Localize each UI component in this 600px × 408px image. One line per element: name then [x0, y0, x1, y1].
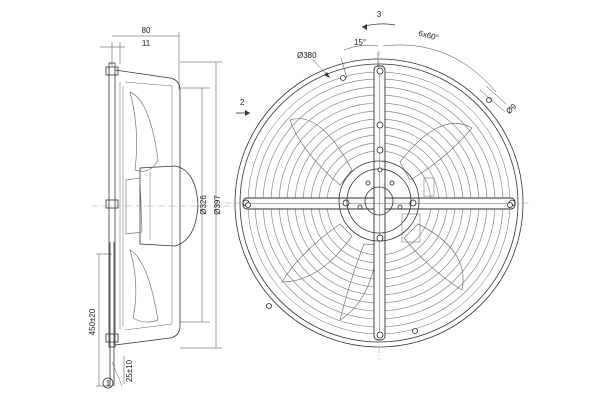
- impeller-blades: [281, 118, 473, 321]
- dim-450-label: 450±20: [88, 308, 97, 335]
- hub-bolt: [377, 167, 383, 173]
- terminal-box: [401, 213, 421, 243]
- strut-hole: [409, 199, 417, 207]
- strut-hole: [342, 199, 350, 207]
- hole-9-leader-2: [485, 85, 507, 105]
- angle-6x60-arc: [382, 44, 497, 93]
- strut-holes: [242, 67, 516, 339]
- hole-9-leader: [479, 89, 506, 113]
- blade-side-1: [129, 91, 159, 172]
- blade-3: [403, 223, 464, 291]
- mounting-hole: [245, 202, 251, 208]
- hole-9-label: Ø9: [504, 101, 518, 115]
- angle-15-ext-left: [340, 57, 348, 79]
- flange-bolt-top: [105, 66, 119, 76]
- strut-hole-bottom: [376, 331, 384, 339]
- cable-gland: [423, 177, 435, 197]
- blade-2: [399, 123, 473, 181]
- shroud-outline: [114, 69, 181, 346]
- mounting-holes: [245, 75, 513, 334]
- strut-hole: [376, 146, 384, 154]
- dim-326-label: Ø326: [199, 195, 208, 215]
- mounting-hole: [266, 303, 272, 309]
- hub-bolt: [389, 180, 395, 186]
- shroud-inner: [124, 81, 173, 331]
- airflow-arrowhead: [245, 110, 250, 116]
- side-view: 80 11 Ø397 Ø326: [88, 26, 235, 389]
- front-view: 2 3: [225, 10, 533, 360]
- mounting-hole: [507, 202, 513, 208]
- angle-15-label: 15°: [354, 38, 366, 47]
- angle-6x60-label: 6x60°: [418, 29, 440, 43]
- mounting-hole: [340, 75, 346, 81]
- callout-1-circle: [102, 377, 114, 389]
- dim-380-arrowhead: [324, 72, 330, 78]
- hub-center: [364, 186, 394, 216]
- callout-1-label: 1: [106, 379, 111, 388]
- strut-hole: [376, 121, 384, 129]
- flange-bolt-bottom: [105, 333, 119, 343]
- dim-397-label: Ø397: [213, 195, 222, 215]
- blade-side-2: [129, 249, 159, 323]
- hub-bolt: [365, 180, 371, 186]
- dim-11-label: 11: [142, 39, 151, 48]
- blade-side-3: [125, 177, 143, 235]
- callout-3-label: 3: [377, 10, 382, 19]
- motor-hub: [139, 165, 199, 247]
- rotation-arrowhead: [362, 24, 367, 30]
- strut-hole: [376, 234, 384, 242]
- angle-15-arc: [343, 44, 379, 51]
- mounting-hole: [412, 328, 418, 334]
- strut-hole-top: [376, 67, 384, 75]
- dim-80-label: 80: [142, 26, 151, 35]
- blade-5: [339, 243, 379, 321]
- flange-bolt-middle: [105, 199, 119, 209]
- dim-25-label: 25±10: [125, 359, 134, 382]
- hub-bolt: [357, 204, 363, 210]
- callout-2-label: 2: [240, 98, 245, 107]
- dim-380-label: Ø380: [297, 51, 317, 60]
- blade-1: [289, 118, 353, 186]
- hub-outer: [338, 160, 420, 242]
- hub-bolt: [397, 204, 403, 210]
- blade-4: [281, 223, 353, 283]
- cable-wire: [111, 361, 123, 387]
